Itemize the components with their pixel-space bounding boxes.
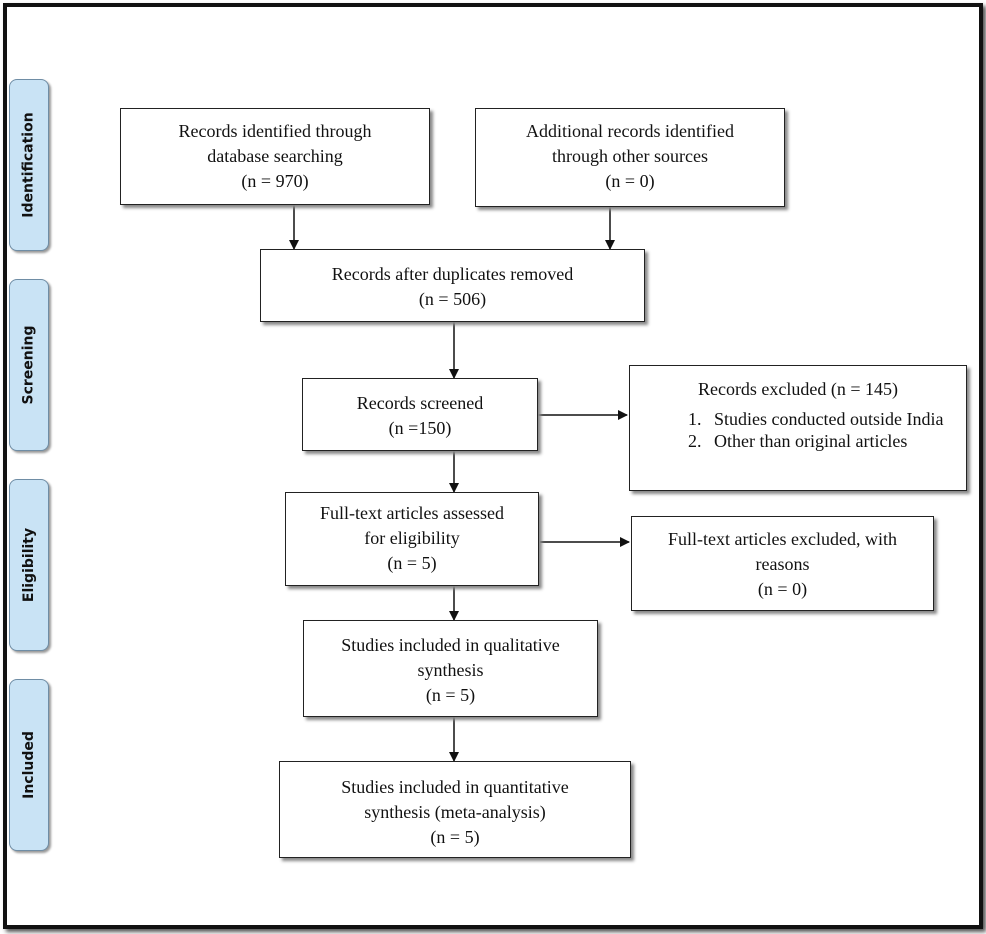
box-line: for eligibility xyxy=(364,528,460,548)
fulltext-excluded-box: Full-text articles excluded, with reason… xyxy=(631,516,934,611)
box-line: through other sources xyxy=(552,146,708,166)
quantitative-synthesis-box: Studies included in quantitative synthes… xyxy=(279,761,631,858)
box-line: database searching xyxy=(207,146,343,166)
records-other-sources-box: Additional records identified through ot… xyxy=(475,108,785,207)
box-line: Records identified through xyxy=(178,121,372,141)
phase-identification: Identification xyxy=(9,79,49,251)
box-line: (n = 0) xyxy=(605,171,655,191)
records-identified-database-box: Records identified through database sear… xyxy=(120,108,430,205)
box-line: (n =150) xyxy=(388,418,452,438)
excluded-title: Records excluded (n = 145) xyxy=(697,379,899,399)
box-line: reasons xyxy=(755,554,810,574)
records-after-duplicates-box: Records after duplicates removed (n = 50… xyxy=(260,249,645,322)
box-line: Studies included in quantitative xyxy=(341,777,569,797)
phase-screening: Screening xyxy=(9,279,49,451)
exclusion-reasons-list: Studies conducted outside India Other th… xyxy=(630,408,966,452)
box-line: Full-text articles excluded, with xyxy=(668,529,897,549)
box-line: Additional records identified xyxy=(526,121,734,141)
box-line: (n = 506) xyxy=(418,289,487,309)
exclusion-reason-item: Other than original articles xyxy=(706,430,966,452)
box-line: (n = 0) xyxy=(757,579,808,599)
box-line: Records after duplicates removed xyxy=(331,264,574,284)
box-line: (n = 5) xyxy=(430,827,480,847)
box-line: (n = 5) xyxy=(425,685,476,705)
box-line: Records screened xyxy=(356,393,484,413)
fulltext-assessed-box: Full-text articles assessed for eligibil… xyxy=(285,492,539,586)
phase-included: Included xyxy=(9,679,49,851)
records-screened-box: Records screened (n =150) xyxy=(302,378,538,451)
box-line: Full-text articles assessed xyxy=(320,503,504,523)
records-excluded-box: Records excluded (n = 145) Studies condu… xyxy=(629,365,967,491)
box-line: (n = 970) xyxy=(241,171,309,191)
box-line: (n = 5) xyxy=(387,553,437,573)
exclusion-reason-item: Studies conducted outside India xyxy=(706,408,966,430)
box-line: synthesis (meta-analysis) xyxy=(364,802,546,822)
qualitative-synthesis-box: Studies included in qualitative synthesi… xyxy=(303,620,598,717)
box-line: Studies included in qualitative xyxy=(341,635,560,655)
phase-eligibility: Eligibility xyxy=(9,479,49,651)
box-line: synthesis xyxy=(417,660,484,680)
